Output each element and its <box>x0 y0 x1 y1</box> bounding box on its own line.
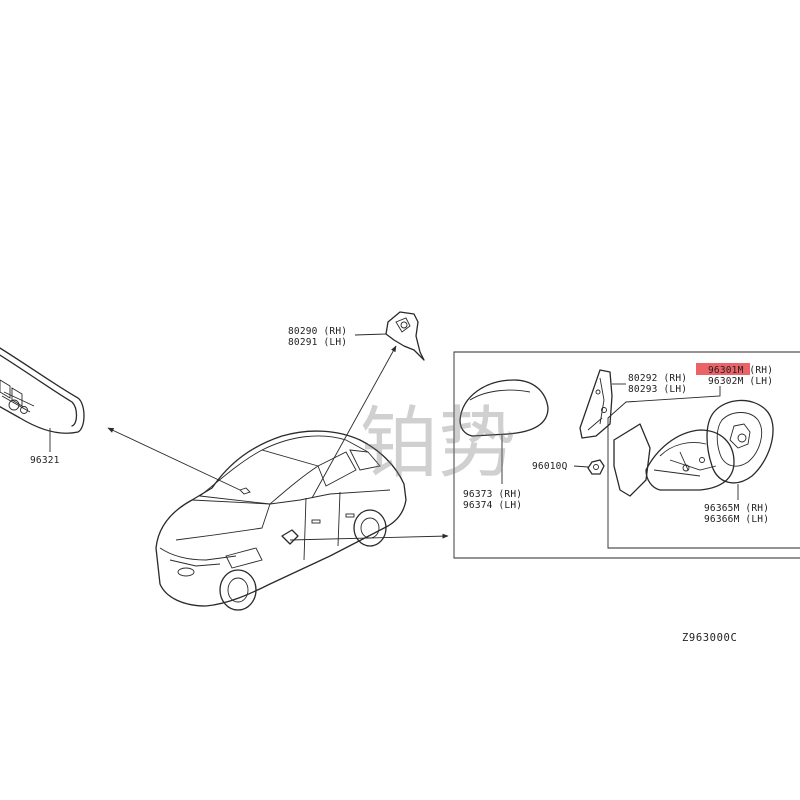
label-96321: 96321 <box>30 455 60 466</box>
detail-box <box>453 351 800 559</box>
label-80292: 80292 (RH) <box>628 373 687 384</box>
label-80293: 80293 (LH) <box>628 384 687 395</box>
inner-mirror-drawing <box>0 347 85 434</box>
mirror-assy-bracket <box>607 386 800 549</box>
diagram-reference: Z963000C <box>682 632 737 644</box>
label-highlight <box>696 363 750 375</box>
label-96365M: 96365M (RH) <box>704 503 769 514</box>
corner-cover-drawing <box>579 369 613 439</box>
arrow-to-mirror-box <box>289 533 449 541</box>
label-96374: 96374 (LH) <box>463 500 522 511</box>
mirror-cap-drawing <box>459 379 549 437</box>
arrow-to-inner-mirror <box>107 427 241 491</box>
mirror-housing-drawing <box>613 423 735 497</box>
label-80291: 80291 (LH) <box>288 337 347 348</box>
label-96366M: 96366M (LH) <box>704 514 769 525</box>
label-96302M: 96302M (LH) <box>708 376 773 387</box>
arrow-to-bracket <box>311 345 397 499</box>
watermark-text: 铂势 <box>360 399 516 489</box>
mirror-glass-drawing <box>706 399 774 484</box>
label-96010Q: 96010Q <box>532 461 568 472</box>
label-96301M: 96301M (RH) <box>708 365 773 376</box>
bracket-drawing <box>385 311 425 361</box>
label-96373: 96373 (RH) <box>463 489 522 500</box>
nut-drawing <box>587 459 605 475</box>
car-drawing <box>155 430 407 611</box>
label-80290: 80290 (RH) <box>288 326 347 337</box>
